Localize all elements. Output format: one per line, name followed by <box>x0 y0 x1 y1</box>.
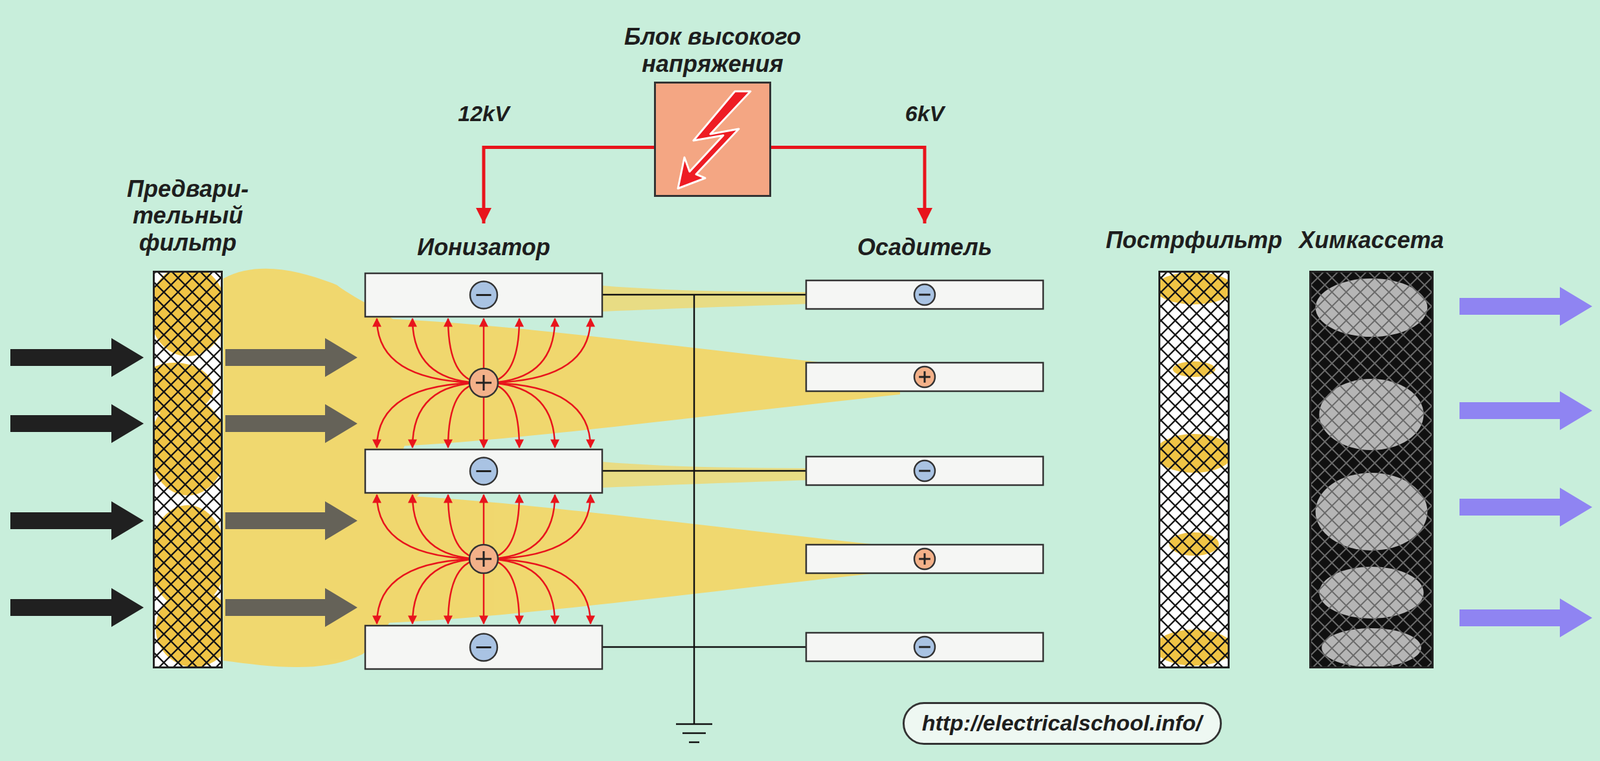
precipitator: Осадитель <box>806 223 1044 664</box>
filter-ground <box>152 270 223 669</box>
pre-filter: Предвари- тельный фильтр <box>152 270 223 669</box>
sign-circle <box>469 368 498 397</box>
smoke <box>223 268 901 667</box>
voltage-label: 12kV <box>455 101 512 126</box>
collector-plate <box>806 544 1044 574</box>
flow-arrow <box>10 501 144 541</box>
flow-arrow <box>10 338 144 377</box>
sign-circle <box>914 366 936 388</box>
flow-arrow <box>225 587 358 627</box>
wire <box>693 294 696 724</box>
sign-circle <box>914 460 936 482</box>
ionizer-plate <box>365 273 603 317</box>
sign-mark <box>918 371 931 383</box>
power-wire <box>483 146 654 224</box>
positive-sign <box>914 548 936 570</box>
part-label: Химкассета <box>1298 226 1444 254</box>
flow-arrow <box>10 587 144 627</box>
sign-mark <box>475 551 492 567</box>
wire <box>602 293 807 296</box>
flow-arrow <box>1459 286 1593 326</box>
field-line <box>483 382 591 448</box>
part-label: Осадитель <box>806 233 1044 261</box>
field-line <box>376 494 484 559</box>
filter-mesh <box>152 270 223 669</box>
sign-circle <box>914 548 936 570</box>
source-url: http://electricalschool.info/ <box>922 710 1203 736</box>
sign-circle <box>470 457 498 485</box>
ground-wires <box>602 294 807 743</box>
sign-circle <box>914 284 936 305</box>
flow-arrow <box>1459 391 1593 430</box>
flow-arrow <box>225 404 358 443</box>
part-label: Ионизатор <box>365 233 603 261</box>
filter-mesh <box>1158 270 1230 669</box>
negative-sign <box>470 457 498 485</box>
sign-circle <box>470 633 498 662</box>
negative-sign <box>914 460 936 482</box>
field-lines <box>376 318 591 624</box>
filter-media <box>1309 270 1434 669</box>
filter-ground <box>1158 270 1230 669</box>
ground-symbol <box>676 723 713 743</box>
collector-plate <box>806 362 1044 392</box>
sign-mark <box>918 470 931 473</box>
field-line <box>483 318 591 383</box>
flow-arrow <box>1459 487 1593 527</box>
part-label: Предвари- тельный фильтр <box>113 175 263 256</box>
field-line <box>376 318 484 383</box>
sign-mark <box>475 646 491 649</box>
wire <box>602 470 807 473</box>
filter-media <box>152 270 223 669</box>
high-voltage-unit: Блок высокого напряжения <box>653 81 772 197</box>
sign-mark <box>475 374 492 391</box>
lightning-bolt <box>677 91 751 189</box>
flow-arrow <box>1459 598 1593 638</box>
collector-plate <box>806 632 1044 662</box>
field-line <box>376 382 484 448</box>
sign-mark <box>918 646 931 649</box>
sign-mark <box>918 293 931 296</box>
filter-mesh <box>1309 270 1434 669</box>
voltage-label: 6kV <box>902 101 948 126</box>
collector-plate <box>806 456 1044 485</box>
ionizer-plate <box>365 625 603 669</box>
negative-sign <box>470 281 498 309</box>
positive-sign <box>469 544 498 574</box>
sign-circle <box>469 544 498 574</box>
wire <box>602 646 807 649</box>
power-wire <box>771 146 925 224</box>
sign-mark <box>475 293 491 296</box>
sign-mark <box>918 552 931 565</box>
sign-circle <box>470 281 498 309</box>
sign-circle <box>914 636 936 658</box>
lightning-symbol <box>655 83 770 195</box>
field-line <box>483 494 591 559</box>
filter-ground <box>1309 270 1434 669</box>
ionizer-plate <box>365 449 603 493</box>
chemical-cassette: Химкассета <box>1309 270 1434 669</box>
negative-sign <box>914 284 936 305</box>
filter-media <box>1158 270 1230 669</box>
sign-mark <box>475 470 491 473</box>
positive-sign <box>914 366 936 388</box>
flow-arrow <box>225 338 358 377</box>
field-line <box>376 558 484 624</box>
negative-sign <box>914 636 936 658</box>
post-filter: Пострфильтр <box>1158 270 1230 669</box>
flow-arrow <box>10 404 144 443</box>
url-badge: http://electricalschool.info/ <box>902 701 1222 745</box>
negative-sign <box>470 633 498 662</box>
part-label: Блок высокого напряжения <box>589 23 836 78</box>
positive-sign <box>469 368 498 397</box>
part-label: Пострфильтр <box>1105 226 1283 254</box>
field-line <box>483 558 591 624</box>
collector-plate <box>806 280 1044 309</box>
flow-arrow <box>225 501 358 541</box>
ionizer: Ионизатор <box>365 223 603 671</box>
